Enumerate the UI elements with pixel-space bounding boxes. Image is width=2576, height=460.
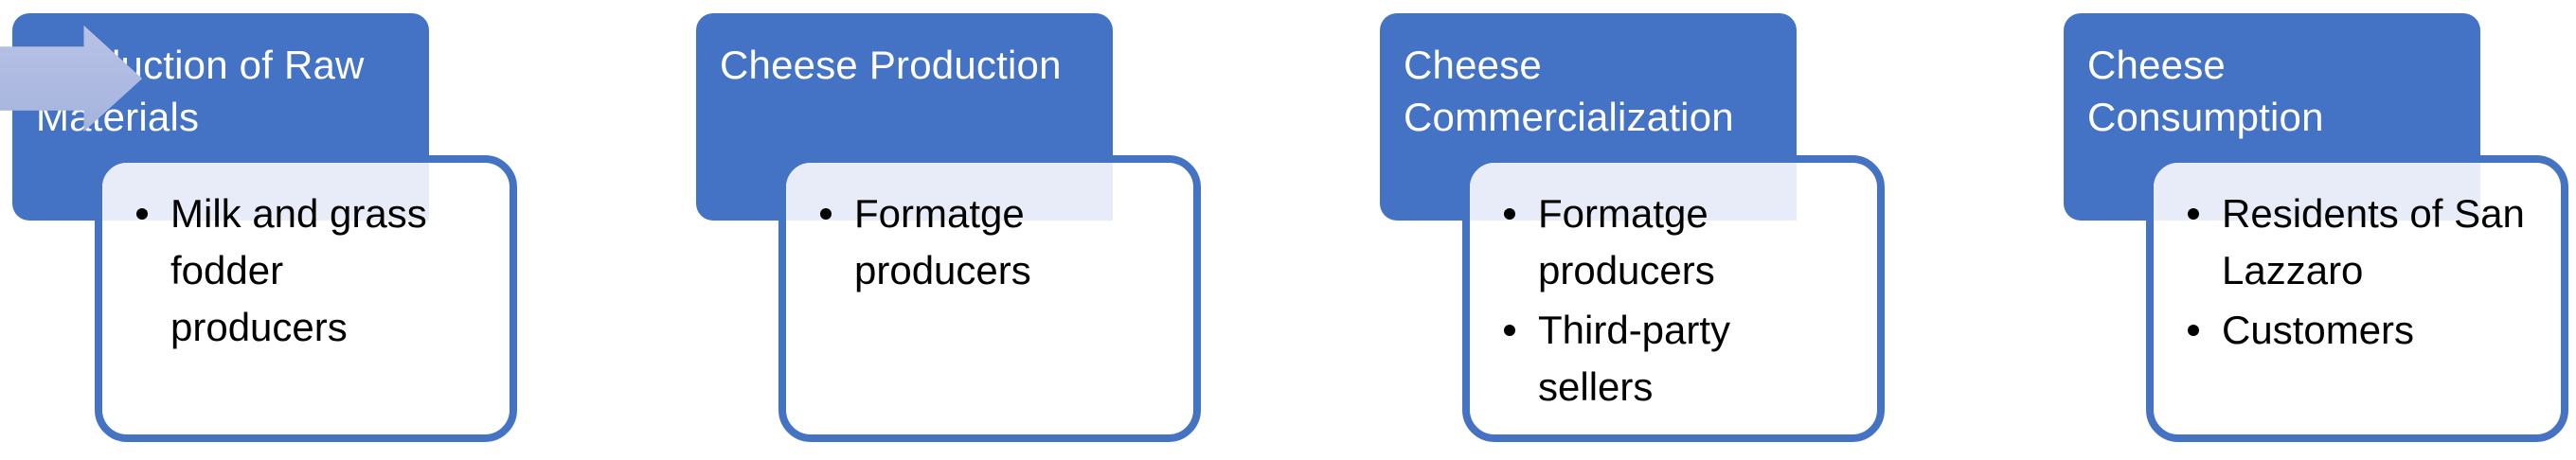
bullet-item: Formatge producers xyxy=(820,186,1180,299)
stage-title: Cheese Production xyxy=(720,43,1062,87)
stage-title: Cheese Commercialization xyxy=(1404,43,1734,139)
stage-cheese-commercialization: Cheese Commercialization Formatge produc… xyxy=(1380,0,2064,460)
bullet-item: Customers xyxy=(2188,302,2548,359)
stage-bullet-list: Milk and grass fodder producers xyxy=(102,186,510,356)
bullet-item: Milk and grass fodder producers xyxy=(136,186,496,356)
bullet-item: Third-party sellers xyxy=(1504,302,1864,416)
stage-detail-box: Milk and grass fodder producers xyxy=(95,155,517,442)
stage-production-raw-materials: Production of Raw Materials Milk and gra… xyxy=(12,0,696,460)
stage-title-box: Production of Raw Materials xyxy=(12,13,429,221)
stage-cheese-production: Cheese Production Formatge producers xyxy=(696,0,1380,460)
overlap-tint-band xyxy=(102,163,429,221)
stage-title: Production of Raw Materials xyxy=(36,43,365,139)
stage-cheese-consumption: Cheese Consumption Residents of San Lazz… xyxy=(2064,0,2576,460)
stage-detail-box: Formatge producers xyxy=(778,155,1201,442)
stage-bullet-list: Formatge producers xyxy=(786,186,1193,299)
stage-title: Cheese Consumption xyxy=(2087,43,2324,139)
bullet-item: Residents of San Lazzaro xyxy=(2188,186,2548,299)
bullet-item: Formatge producers xyxy=(1504,186,1864,299)
overlap-tint-band xyxy=(1470,163,1797,221)
overlap-tint-band xyxy=(2154,163,2480,221)
overlap-tint-band xyxy=(786,163,1113,221)
